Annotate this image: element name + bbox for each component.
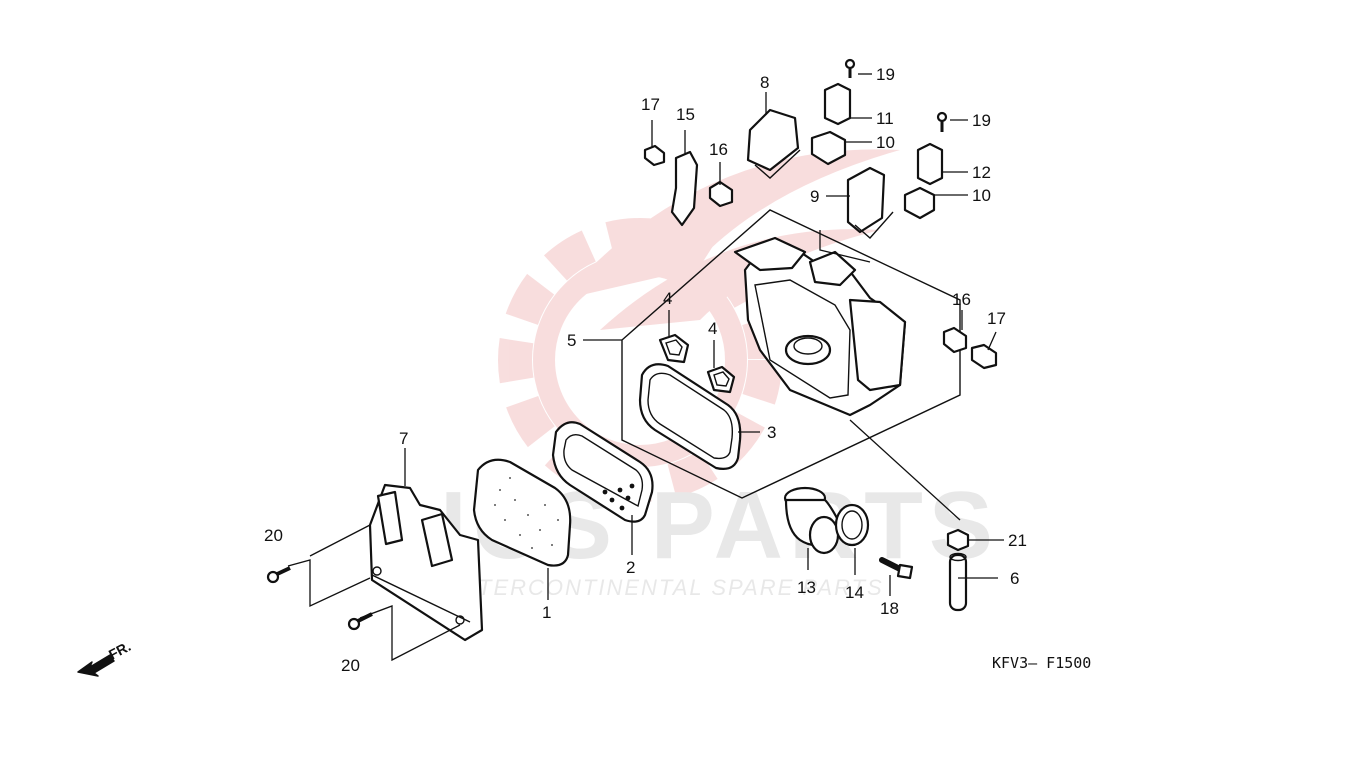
part-4-seal-right <box>706 365 736 394</box>
part-7-cover <box>368 483 484 642</box>
callout-4-right: 4 <box>708 319 717 338</box>
callout-19-lower: 19 <box>972 111 991 130</box>
part-21-clip <box>946 528 970 552</box>
callout-19-upper: 19 <box>876 65 895 84</box>
part-2-filter-frame <box>551 421 654 523</box>
callout-4-left: 4 <box>663 289 672 308</box>
part-19-screw-upper <box>844 58 856 78</box>
callout-3: 3 <box>767 423 776 442</box>
callout-16-upper: 16 <box>709 140 728 159</box>
callout-1: 1 <box>542 603 551 622</box>
part-9-bracket <box>846 166 894 239</box>
part-17-bolt-lower <box>970 343 998 370</box>
callout-17-upper: 17 <box>641 95 660 114</box>
leader-lines <box>287 73 1004 662</box>
callout-13: 13 <box>797 578 816 597</box>
front-direction-arrow: FR. <box>77 638 133 677</box>
callout-2: 2 <box>626 558 635 577</box>
part-4-seal-left <box>658 333 690 364</box>
part-20-screw-lower <box>347 612 373 631</box>
callout-11: 11 <box>876 109 894 128</box>
callout-20-lower: 20 <box>341 656 360 675</box>
part-12-rubber-lower <box>916 142 944 186</box>
part-1-filter-element <box>472 458 572 567</box>
part-19-screw-lower <box>936 111 948 132</box>
callout-7: 7 <box>399 429 408 448</box>
callout-9: 9 <box>810 187 819 206</box>
part-16-collar-lower <box>942 326 968 354</box>
part-14-band <box>834 503 870 547</box>
part-10-holder-lower <box>903 186 936 220</box>
callout-labels: 1 2 3 4 4 5 6 7 8 9 10 10 11 12 13 14 15… <box>264 65 1027 675</box>
part-11-rubber-upper <box>823 82 852 126</box>
callout-10-upper: 10 <box>876 133 895 152</box>
diagram-reference-code: KFV3— F1500 <box>992 654 1091 672</box>
callout-18: 18 <box>880 599 899 618</box>
part-20-screw-left <box>266 566 291 584</box>
callout-12: 12 <box>972 163 991 182</box>
callout-17-lower: 17 <box>987 309 1006 328</box>
part-10-holder-upper <box>810 130 847 166</box>
assembly-outline <box>621 209 961 499</box>
callout-14: 14 <box>845 583 864 602</box>
part-18-screw <box>879 557 914 580</box>
part-8-cover-cap <box>746 108 801 179</box>
part-13-connecting-joint <box>783 486 840 555</box>
callout-10-lower: 10 <box>972 186 991 205</box>
callout-20-left: 20 <box>264 526 283 545</box>
watermark-tagline: INTERCONTINENTAL SPARE PARTS <box>452 575 884 600</box>
part-5-housing <box>733 236 907 417</box>
callout-6: 6 <box>1010 569 1019 588</box>
callout-8: 8 <box>760 73 769 92</box>
part-6-drain-tube <box>948 552 968 612</box>
arrow-left-icon <box>77 654 115 677</box>
callout-16-lower: 16 <box>952 290 971 309</box>
callout-21: 21 <box>1008 531 1027 550</box>
part-17-bolt-upper <box>643 144 666 167</box>
part-3-gasket <box>638 363 742 470</box>
callout-5: 5 <box>567 331 576 350</box>
callout-15: 15 <box>676 105 695 124</box>
part-15-stay <box>670 150 699 227</box>
